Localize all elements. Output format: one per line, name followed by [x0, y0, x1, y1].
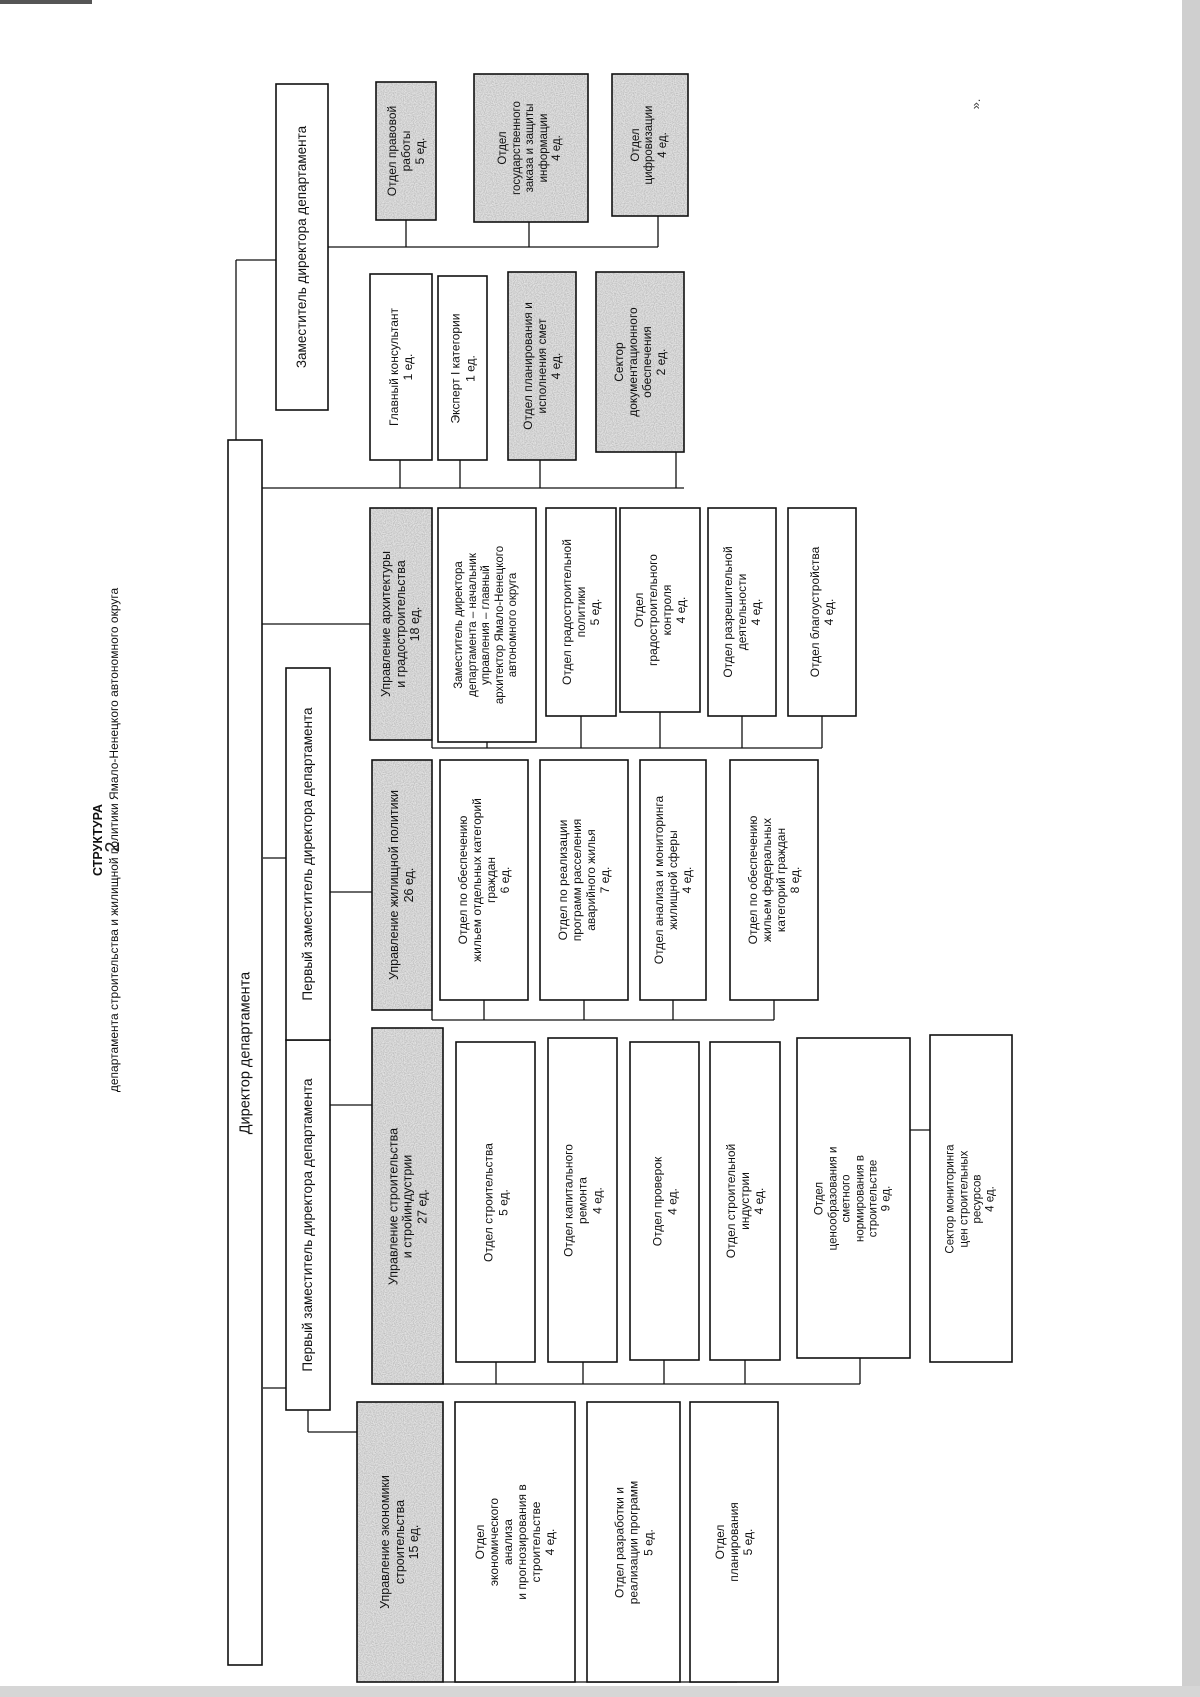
org-box-label-uz-2: Отдел по реализации программ расселения … — [555, 818, 613, 942]
org-box-ua-3 — [619, 507, 701, 713]
org-boxes — [227, 73, 1013, 1683]
org-box-label-first-deputy-1: Первый заместитель директора департамент… — [300, 1078, 316, 1372]
org-box-ue — [356, 1401, 444, 1683]
org-box-us-2 — [547, 1037, 618, 1363]
org-box-d-1 — [369, 273, 433, 461]
org-box-uz — [371, 759, 433, 1011]
org-box-label-d-3: Отдел планирования и исполнения смет 4 е… — [520, 302, 564, 430]
org-box-dep-2 — [473, 73, 589, 223]
org-box-label-uz-3: Отдел анализа и мониторинга жилищной сфе… — [651, 795, 695, 965]
org-box-ua-5 — [787, 507, 857, 717]
org-box-ue-2 — [586, 1401, 681, 1683]
org-box-us-5a — [929, 1034, 1013, 1363]
org-box-label-deputy: Заместитель директора департамента — [294, 125, 310, 369]
org-box-label-ue-2: Отдел разработки и реализации программ 5… — [612, 1480, 655, 1604]
org-box-director — [227, 439, 263, 1666]
org-box-label-ua-5: Отдел благоустройства 4 ед. — [807, 546, 836, 678]
org-box-label-uz: Управление жилищной политики 26 ед. — [387, 789, 416, 981]
org-box-label-ua-4: Отдел разрешительной деятельности 4 ед. — [720, 546, 764, 678]
org-box-first-deputy-1 — [285, 1039, 331, 1411]
org-box-label-ue: Управление экономики строительства 15 ед… — [378, 1475, 422, 1609]
org-box-uz-1 — [439, 759, 529, 1001]
org-box-label-us: Управление строительства и стройиндустри… — [385, 1127, 429, 1285]
top-rule — [0, 0, 92, 4]
org-box-label-ua-2: Отдел градостроительной политики 5 ед. — [559, 539, 603, 685]
org-box-first-deputy-2 — [285, 667, 331, 1041]
org-box-us — [371, 1027, 444, 1385]
org-box-label-d-4: Сектор документационного обеспечения 2 е… — [611, 307, 669, 417]
org-box-uz-2 — [539, 759, 629, 1001]
org-box-uz-4 — [729, 759, 819, 1001]
org-box-label-dep-1: Отдел правовой работы 5 ед. — [384, 105, 428, 197]
org-box-dep-3 — [611, 73, 689, 217]
org-box-us-5 — [796, 1037, 911, 1359]
scan-edge-right — [1182, 0, 1200, 1697]
org-box-d-3 — [507, 271, 577, 461]
org-box-d-4 — [595, 271, 685, 453]
org-box-label-us-2: Отдел капитального ремонта 4 ед. — [561, 1143, 604, 1257]
org-box-label-dep-3: Отдел цифровизации 4 ед. — [629, 105, 669, 185]
org-box-label-us-1: Отдел строительства 5 ед. — [481, 1142, 510, 1262]
org-box-us-1 — [455, 1041, 536, 1363]
org-box-deputy — [275, 83, 329, 411]
org-box-label-director: Директор департамента — [236, 971, 253, 1134]
org-box-ue-3 — [689, 1401, 779, 1683]
org-box-uz-3 — [639, 759, 707, 1001]
org-box-ua-1 — [437, 507, 537, 743]
org-box-label-d-2: Эксперт I категории 1 ед. — [448, 313, 477, 423]
org-box-ue-1 — [454, 1401, 576, 1683]
org-box-ua-2 — [545, 507, 617, 717]
org-box-label-uz-4: Отдел по обеспечению жильем федеральных … — [745, 815, 803, 945]
org-box-ua-4 — [707, 507, 777, 717]
org-box-us-3 — [629, 1041, 700, 1361]
org-box-d-2 — [437, 275, 488, 461]
org-box-label-us-5: Отдел ценообразования и сметного нормиро… — [813, 1146, 893, 1250]
org-box-label-d-1: Главный консультант 1 ед. — [386, 307, 415, 427]
org-box-ua — [369, 507, 433, 741]
org-box-label-us-4: Отдел строительной индустрии 4 ед. — [723, 1143, 767, 1259]
org-box-label-ua-3: Отдел градостроительного контроля 4 ед. — [631, 554, 689, 666]
scan-edge-bottom — [0, 1686, 1200, 1697]
org-box-label-us-3: Отдел проверок 4 ед. — [650, 1156, 679, 1246]
org-box-dep-1 — [375, 81, 437, 221]
org-box-label-us-5a: Сектор мониторинга цен строительных ресу… — [944, 1143, 997, 1254]
org-box-label-ue-3: Отдел планирования 5 ед. — [712, 1502, 756, 1582]
org-box-label-ua-1: Заместитель директора департамента – нач… — [453, 545, 520, 705]
org-box-label-first-deputy-2: Первый заместитель директора департамент… — [300, 707, 316, 1001]
org-box-label-dep-2: Отдел государственного заказа и защиты и… — [497, 101, 564, 195]
org-box-label-ua: Управление архитектуры и градостроительс… — [379, 551, 423, 698]
org-box-label-uz-1: Отдел по обеспечению жильем отдельных ка… — [455, 798, 513, 962]
org-box-label-ue-1: Отдел экономического анализа и прогнозир… — [472, 1484, 558, 1600]
org-box-us-4 — [709, 1041, 781, 1361]
